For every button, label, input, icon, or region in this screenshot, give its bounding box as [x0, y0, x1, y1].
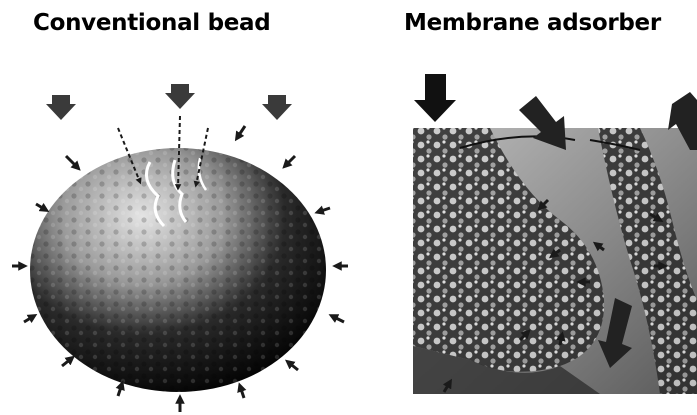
- flow-arrow-icon: [414, 74, 456, 122]
- flow-arrow-icon: [46, 95, 76, 120]
- conventional-bead: [30, 148, 326, 392]
- flow-arrow-icon: [165, 84, 195, 109]
- membrane-adsorber: [413, 128, 697, 394]
- flow-arrow-icon: [262, 95, 292, 120]
